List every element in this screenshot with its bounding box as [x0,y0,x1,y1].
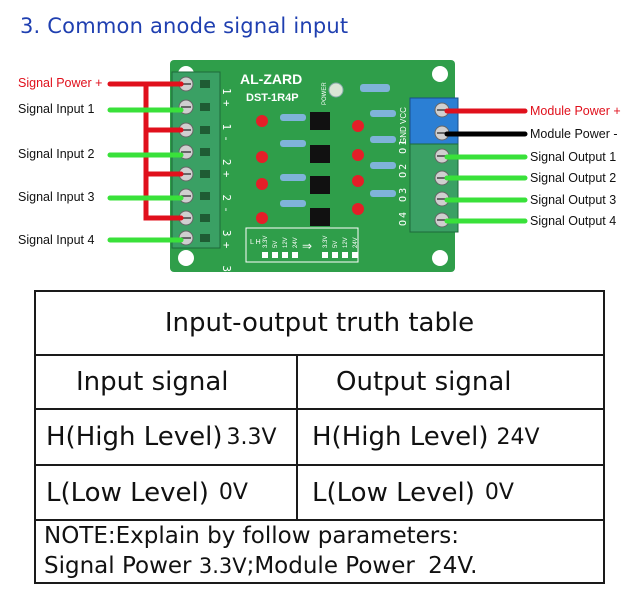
high-input-label: H(High Level) [46,422,223,452]
resistor [360,84,390,92]
signal-input-3-label: Signal Input 3 [18,190,95,204]
jumper-voltage-label: 5V [333,241,339,248]
jumper-label: L H [250,239,261,246]
output-leds [352,120,364,215]
truth-table-title: Input-output truth table [164,308,475,338]
note-module-power-value: 24V. [428,553,478,579]
signal-power-wires [107,81,184,221]
low-output-label: L(Low Level) [312,477,475,508]
resistors [280,110,396,207]
jumper-voltage-label: 3.3V [323,236,329,248]
low-input-value: 0V [218,480,248,505]
signal-input-4-label: Signal Input 4 [18,233,95,247]
jumper-voltage-label: 12V [343,237,349,248]
brand-logo: AL-ZARD [240,71,302,87]
jumper-voltage-label: 24V [353,237,359,248]
mounting-hole [432,250,448,266]
note-signal-power-value: 3.3V [198,554,247,578]
input-terminal-block [171,71,221,249]
mounting-hole [178,250,194,266]
signal-input-2-label: Signal Input 2 [18,147,95,161]
wiring-diagram: 1+ 1- 2+ 2- 3+ 3- 4+ 4- AL-ZARD DST-1R4P… [107,60,528,290]
high-output-label: H(High Level) [312,422,489,452]
vcc-label: GND VCC [399,107,408,144]
header-input: Input signal [76,367,229,397]
signal-output-2-label: Signal Output 2 [530,171,617,185]
power-led [328,82,344,98]
low-input-label: L(Low Level) [46,477,209,508]
module-power-minus-label: Module Power - [530,127,618,141]
jumper-pads [262,252,358,258]
high-input-cell: H(High Level) 3.3V [46,410,277,464]
high-output-value: 24V [496,424,540,450]
module-power-plus-label: Module Power + [530,104,621,118]
signal-input-wires [107,107,184,243]
signal-output-3-label: Signal Output 3 [530,193,617,207]
input-terminal-slots [200,80,210,242]
jumper-voltage-label: 3.3V [263,236,269,248]
note-line-2: Signal Power 3.3V;Module Power 24V. [44,551,478,581]
signal-input-1-label: Signal Input 1 [18,102,95,116]
note-line-1: NOTE:Explain by follow parameters: [44,523,459,549]
high-output-cell: H(High Level) 24V [312,410,540,464]
truth-table: Input-output truth table Input signal Ou… [34,290,605,584]
note-signal-power: Signal Power [44,553,192,579]
page-title: 3. Common anode signal input [20,14,349,38]
truth-table-title-row: Input-output truth table [36,292,603,356]
jumper-area [245,227,359,263]
truth-table-header-row: Input signal Output signal [36,356,603,410]
low-output-cell: L(Low Level) 0V [312,466,514,519]
power-label: POWER [322,82,328,105]
mounting-hole [432,66,448,82]
high-input-value: 3.3V [226,424,277,450]
low-input-cell: L(Low Level) 0V [46,466,248,519]
signal-output-4-label: Signal Output 4 [530,214,617,228]
optocouplers [310,112,330,226]
jumper-voltage-label: 12V [283,237,289,248]
truth-table-low-row: L(Low Level) 0V L(Low Level) 0V [36,466,603,521]
jumper-arrow: ⇒ [302,239,312,253]
signal-power-label: Signal Power + [18,76,103,90]
truth-table-high-row: H(High Level) 3.3V H(High Level) 24V [36,410,603,466]
low-output-value: 0V [484,480,514,505]
output-pin-labels: O4 O3 O2 O1 [398,138,409,226]
input-leds [256,115,268,224]
signal-output-wires [444,154,528,224]
jumper-voltage-label: 5V [273,241,279,248]
module-power-terminal [409,97,459,145]
jumper-voltage-label: 24V [293,237,299,248]
header-output: Output signal [336,367,512,397]
input-pin-labels: 1+ 1- 2+ 2- 3+ 3- 4+ 4- [220,88,233,290]
signal-output-1-label: Signal Output 1 [530,150,617,164]
truth-table-note: NOTE:Explain by follow parameters: Signa… [44,521,478,581]
model-number: DST-1R4P [246,92,299,104]
note-module-power: ;Module Power [246,553,415,579]
